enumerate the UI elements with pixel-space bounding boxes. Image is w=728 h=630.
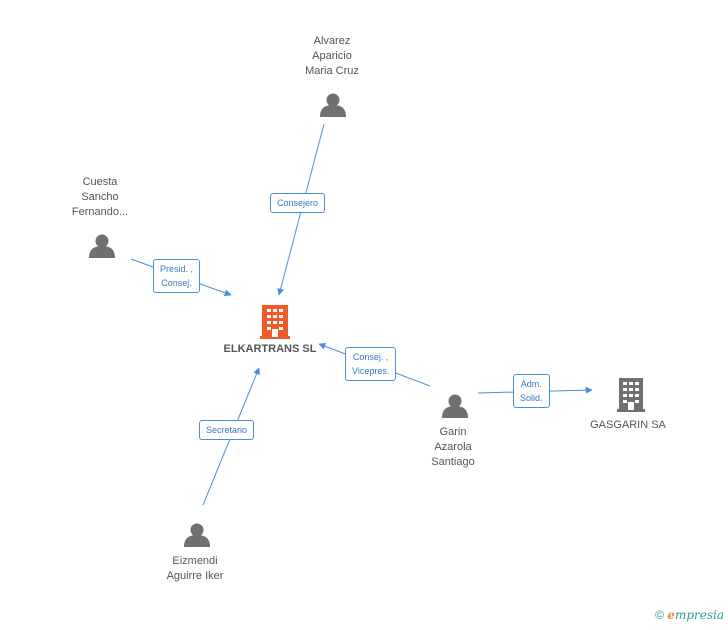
person-cuesta[interactable]: Cuesta Sancho Fernando... bbox=[50, 175, 150, 220]
empresia-logo[interactable]: © empresia bbox=[655, 608, 724, 622]
relation-text: Consej. bbox=[161, 278, 192, 288]
person-name-line: Aparicio bbox=[312, 50, 352, 62]
person-alvarez[interactable]: Alvarez Aparicio Maria Cruz bbox=[282, 34, 382, 79]
company-name: GASGARIN SA bbox=[590, 419, 666, 431]
copyright-symbol: © bbox=[655, 608, 664, 622]
person-name-line: Santiago bbox=[431, 456, 475, 468]
relation-text: Presid. , bbox=[160, 264, 194, 274]
relation-text: Secretario bbox=[206, 425, 248, 435]
person-eizmendi[interactable]: Eizmendi Aguirre Iker bbox=[145, 554, 245, 584]
relation-text: Solid. bbox=[520, 393, 543, 403]
person-garin[interactable]: Garin Azarola Santiago bbox=[403, 425, 503, 470]
person-icon-eizmendi[interactable] bbox=[184, 523, 210, 548]
relation-text: Consejero bbox=[277, 198, 319, 208]
person-name-line: Maria Cruz bbox=[305, 65, 359, 77]
person-name-line: Garin bbox=[439, 426, 467, 438]
relation-text: Adm. bbox=[520, 379, 542, 389]
person-icon-garin[interactable] bbox=[442, 394, 468, 419]
person-name-line: Eizmendi bbox=[172, 555, 218, 567]
person-name-line: Cuesta bbox=[82, 176, 118, 188]
relation-label-consejero[interactable]: Consejero bbox=[270, 193, 326, 213]
person-name-line: Azarola bbox=[434, 441, 472, 453]
person-name-line: Alvarez bbox=[313, 35, 351, 47]
person-icon-cuesta[interactable] bbox=[89, 234, 115, 259]
person-name-line: Sancho bbox=[81, 191, 119, 203]
relation-label-consej-vicepres[interactable]: Consej. , Vicepres. bbox=[345, 347, 397, 381]
relation-label-secretario[interactable]: Secretario bbox=[199, 420, 255, 440]
building-icon-gasgarin[interactable] bbox=[617, 378, 645, 412]
relation-label-adm-solid[interactable]: Adm. Solid. bbox=[513, 374, 550, 408]
relation-text: Vicepres. bbox=[352, 366, 390, 376]
person-icon-alvarez[interactable] bbox=[320, 93, 346, 118]
relation-label-presid[interactable]: Presid. , Consej. bbox=[153, 259, 201, 293]
company-name: ELKARTRANS SL bbox=[223, 343, 317, 355]
brand-initial: e bbox=[667, 608, 675, 622]
relation-text: Consej. , bbox=[352, 352, 389, 362]
brand-name: mpresia bbox=[674, 608, 724, 622]
company-gasgarin[interactable]: GASGARIN SA bbox=[578, 419, 678, 431]
person-name-line: Aguirre Iker bbox=[166, 570, 224, 582]
person-name-line: Fernando... bbox=[71, 206, 129, 218]
company-elkartrans[interactable]: ELKARTRANS SL bbox=[205, 343, 335, 355]
building-icon-elkartrans[interactable] bbox=[260, 305, 290, 339]
